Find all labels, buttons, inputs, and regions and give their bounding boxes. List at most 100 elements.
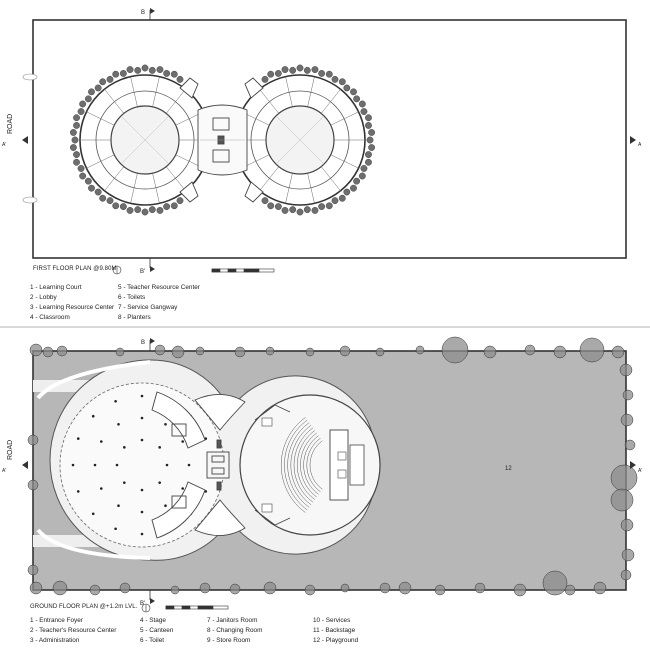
planter-tree [267,70,275,78]
tree [434,584,446,596]
planter-tree [99,78,107,86]
tree [195,346,205,356]
planter-tree [311,207,319,214]
tree [610,488,634,512]
column [76,437,80,440]
gf-legend-col-3: 7 - Janitors Room 8 - Changing Room 9 - … [207,616,262,646]
ff-site-boundary [32,19,627,259]
gf-section-b-top: B [141,340,145,346]
planter-tree [176,75,184,83]
column [140,488,144,492]
gf-legend-col-4: 10 - Services 11 - Backstage 12 - Playgr… [313,616,358,646]
planter-tree [77,165,85,172]
column [140,416,144,420]
tree [265,346,275,356]
column [123,446,126,449]
legend-item: 5 - Teacher Resource Center [118,284,200,291]
column [117,422,120,426]
tree [610,464,638,492]
column [93,463,97,467]
tree [593,581,607,595]
tree [199,582,211,594]
legend-item: 12 - Playground [313,637,359,644]
planter-tree [94,84,102,92]
planter-tree [360,108,368,115]
tree [304,584,316,596]
gf-trees [27,336,638,597]
planter-tree [368,129,376,136]
tree [52,580,68,596]
planter-tree [156,207,164,214]
tree [542,570,568,596]
planter-tree [338,78,346,86]
ff-section-a-left: A' [2,142,6,148]
planter-tree [358,100,366,108]
tree [339,345,351,357]
planter-tree [176,197,184,205]
column [164,422,167,426]
planter-tree [148,206,156,214]
planter-tree [303,206,311,214]
gf-section-b-bottom: B' [140,601,145,607]
tree [56,345,68,357]
first-floor-plan: B B' A' A ROAD [2,8,642,275]
planter-tree [119,203,127,210]
planter-tree [106,197,114,205]
column [181,487,185,490]
planter-tree [366,136,374,144]
legend-item: 10 - Services [313,617,351,624]
planter-tree [71,136,79,144]
gf-scale-bar-icon [165,605,229,610]
planter-tree [134,66,142,74]
tree [474,582,486,594]
planter-tree [289,206,297,214]
tree [611,345,625,359]
planter-tree [94,188,102,196]
legend-item: 6 - Toilet [140,637,165,644]
legend-item: 8 - Planters [118,314,151,321]
ff-section-b-top: B [141,10,145,16]
legend-item: 8 - Changing Room [207,627,263,634]
gf-stage [329,429,349,501]
gf-section-a-right: A' [638,468,642,474]
planter-tree [69,129,77,136]
ff-left-wing [79,74,211,206]
tree [524,344,536,356]
tree [27,434,39,446]
planter-tree [343,188,351,196]
planter-tree [350,88,357,96]
planter-tree [261,75,269,83]
ff-legend-col-2: 5 - Teacher Resource Center 6 - Toilets … [118,283,200,323]
planter-tree [274,70,282,77]
planter-tree [289,66,297,74]
tree [29,581,43,595]
planter-tree [73,151,80,158]
column [91,414,95,418]
planter-tree [112,70,120,78]
planter-tree [338,194,346,202]
gf-playground-number: 12 [505,466,512,472]
tree [115,347,125,357]
planter-tree [119,70,127,77]
column [71,463,75,467]
ff-scale-bar-icon [211,268,275,273]
planter-tree [350,184,357,192]
planter-tree [331,197,339,205]
gf-canteen [194,394,246,536]
planter-tree [126,207,134,214]
column [187,463,191,467]
tree [620,569,632,581]
ff-plan-title: FIRST FLOOR PLAN @9.80M [33,266,117,272]
planter-tree [88,88,95,96]
planter-tree [73,114,80,122]
tree [579,337,605,363]
legend-item: 5 - Canteen [140,627,174,634]
planter-tree [281,207,289,214]
planter-tree [99,194,107,202]
column [117,504,120,508]
planter-tree [73,158,80,166]
planter-tree [296,64,304,72]
column [91,512,95,516]
planter-tree [325,70,333,78]
